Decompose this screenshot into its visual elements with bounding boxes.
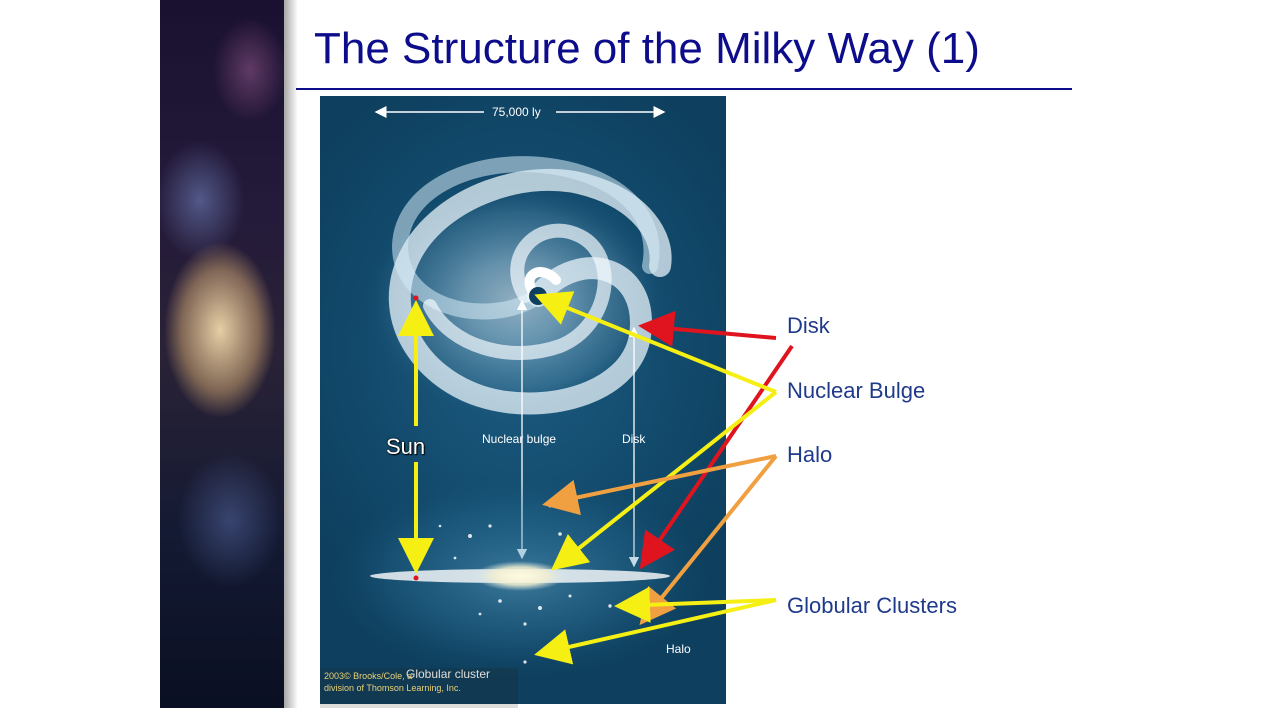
halo-arrow-left <box>542 454 777 516</box>
copyright-line-1: 2003© Brooks/Cole, a <box>324 671 413 681</box>
space-photo-strip <box>160 0 284 708</box>
sun-marker-bottom <box>413 575 419 581</box>
halo-arrow-down <box>639 454 778 626</box>
nuclear-bulge-label: Nuclear bulge <box>482 432 557 446</box>
disk-arrow-bottom <box>639 344 794 570</box>
scale-label: 75,000 ly <box>492 105 541 119</box>
strip-shadow <box>284 0 298 708</box>
disk-callout: Disk <box>787 313 830 338</box>
copyright-line-2: division of Thomson Learning, Inc. <box>324 683 461 693</box>
globular-clusters-callout: Globular Clusters <box>787 593 957 618</box>
clusters-arrow-top <box>614 586 777 623</box>
halo-callout: Halo <box>787 442 833 467</box>
title-underline <box>296 88 1072 90</box>
sun-marker-top <box>413 295 419 301</box>
globular-cluster-label: Globular cluster <box>406 667 491 681</box>
clusters-arrow-bottom <box>534 598 777 665</box>
disk-arrow-top <box>638 310 777 347</box>
disk-label: Disk <box>622 432 646 446</box>
bulge-arrow-top <box>534 291 777 394</box>
copyright-notice: 2003© Brooks/Cole, a division of Thomson… <box>320 668 518 708</box>
milky-way-illustration <box>330 106 710 678</box>
milky-way-figure: 75,000 ly Nuclear bulge Disk Halo Globul… <box>320 96 726 708</box>
halo-label: Halo <box>666 642 691 656</box>
slide-title: The Structure of the Milky Way (1) <box>314 24 980 73</box>
sun-callout: Sun <box>386 434 426 459</box>
nuclear-bulge-callout: Nuclear Bulge <box>787 378 926 403</box>
